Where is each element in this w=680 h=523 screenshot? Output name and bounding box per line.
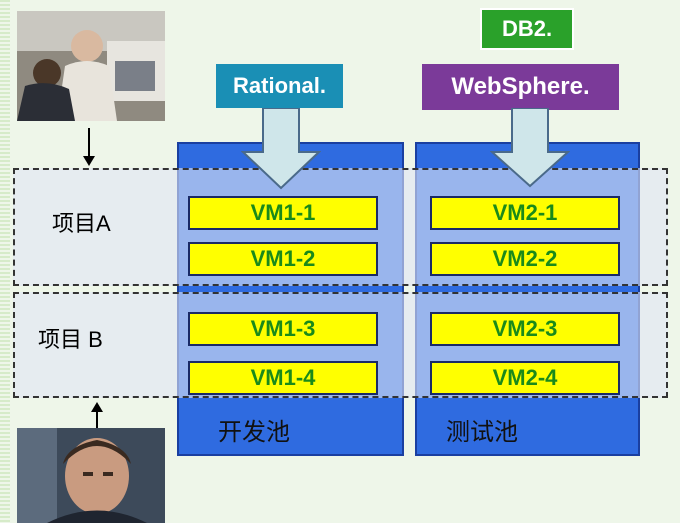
bottom-connector-arrow [91,402,103,430]
db2-logo-text: DB2. [501,16,553,41]
left-decor-stripe [0,0,10,523]
people-at-computer-photo [17,11,165,121]
top-connector-arrow [83,128,95,166]
vm1-4-box: VM1-4 [188,361,378,395]
websphere-down-arrow [490,108,570,188]
vm2-4-box: VM2-4 [430,361,620,395]
vm2-1-box: VM2-1 [430,196,620,230]
rational-logo: Rational. [216,64,343,108]
test-pool-label: 测试池 [446,419,518,446]
user-portrait-photo [17,428,165,523]
vm2-3-box: VM2-3 [430,312,620,346]
dev-pool-label: 开发池 [218,419,290,446]
vm1-2-box: VM1-2 [188,242,378,276]
project-b-label: 项目 B [38,327,103,352]
websphere-logo: WebSphere. [422,64,619,110]
vm1-3-box: VM1-3 [188,312,378,346]
websphere-logo-text: WebSphere. [451,73,590,100]
project-a-label: 项目A [52,211,111,236]
rational-down-arrow [241,108,321,190]
vm1-1-box: VM1-1 [188,196,378,230]
db2-logo: DB2. [480,8,574,50]
vm2-2-box: VM2-2 [430,242,620,276]
rational-logo-text: Rational. [233,73,326,98]
